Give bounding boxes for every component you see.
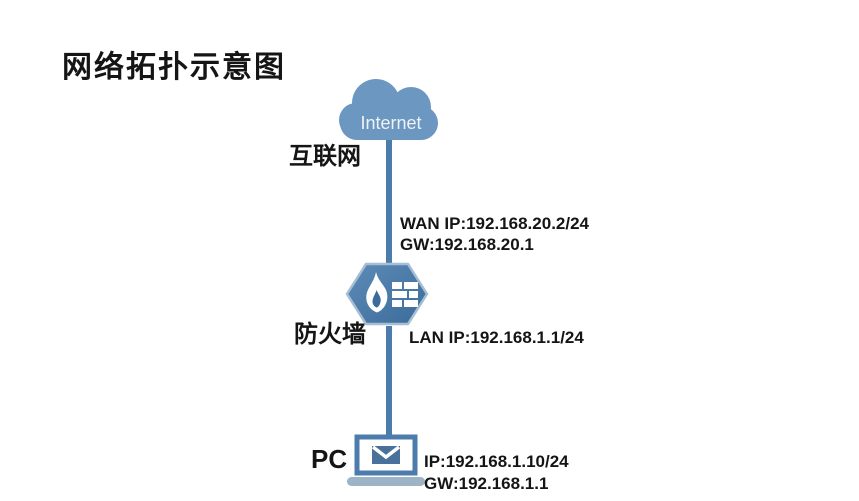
page-title: 网络拓扑示意图 bbox=[62, 51, 286, 84]
pc-ip-text: IP:192.168.1.10/24 bbox=[424, 452, 569, 471]
internet-cloud-text: Internet bbox=[360, 113, 421, 133]
brick-wall-glyph bbox=[392, 282, 418, 307]
firewall-icon bbox=[345, 260, 429, 328]
pc-laptop-icon bbox=[347, 434, 425, 486]
wan-gw-text: GW:192.168.20.1 bbox=[400, 235, 534, 254]
lan-annotation: LAN IP:192.168.1.1/24 bbox=[409, 327, 584, 348]
pc-gw-text: GW:192.168.1.1 bbox=[424, 474, 549, 493]
wan-ip-text: WAN IP:192.168.20.2/24 bbox=[400, 214, 590, 233]
link-internet-firewall bbox=[386, 136, 392, 268]
internet-label: 互联网 bbox=[289, 143, 361, 170]
firewall-label: 防火墙 bbox=[294, 321, 366, 348]
pc-annotation: IP:192.168.1.10/24 GW:192.168.1.1 bbox=[424, 451, 569, 495]
envelope-icon bbox=[371, 445, 401, 464]
pc-label: PC bbox=[311, 444, 348, 474]
link-firewall-pc bbox=[386, 326, 392, 442]
lan-ip-text: LAN IP:192.168.1.1/24 bbox=[409, 328, 584, 347]
wan-annotation: WAN IP:192.168.20.2/24 GW:192.168.20.1 bbox=[400, 213, 589, 255]
internet-cloud-icon: Internet bbox=[336, 76, 442, 142]
